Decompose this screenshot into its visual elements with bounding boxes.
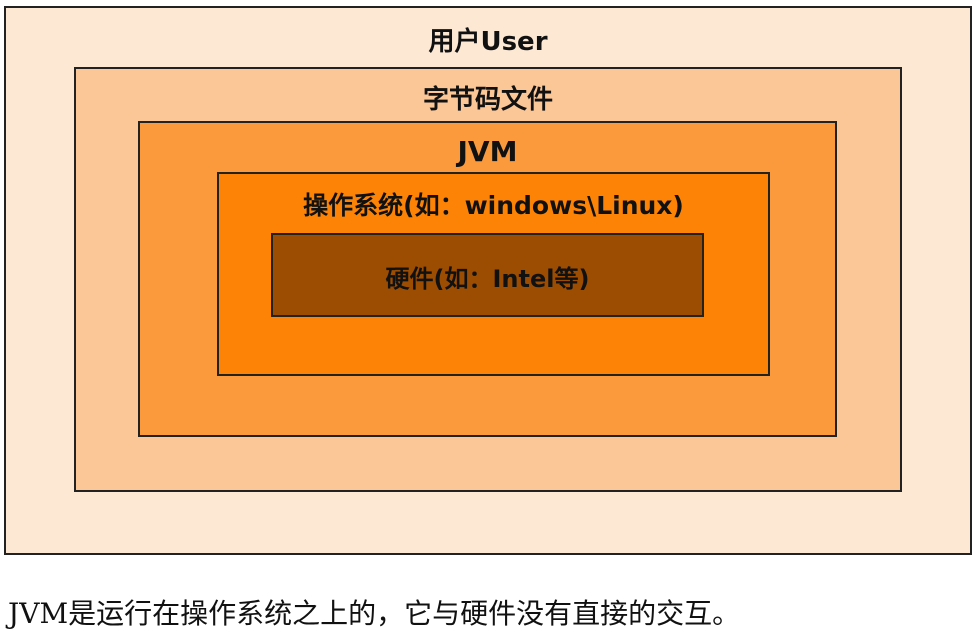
layer-hardware-box: 硬件(如：Intel等): [271, 233, 704, 317]
layer-hardware-label: 硬件(如：Intel等): [385, 265, 590, 293]
layer-bytecode-label: 字节码文件: [422, 85, 553, 115]
layer-user-label: 用户User: [428, 27, 548, 57]
diagram-caption: JVM是运行在操作系统之上的，它与硬件没有直接的交互。: [8, 597, 741, 630]
layer-os-label: 操作系统(如：windows\Linux): [303, 191, 684, 220]
layer-jvm-label: JVM: [457, 135, 518, 168]
